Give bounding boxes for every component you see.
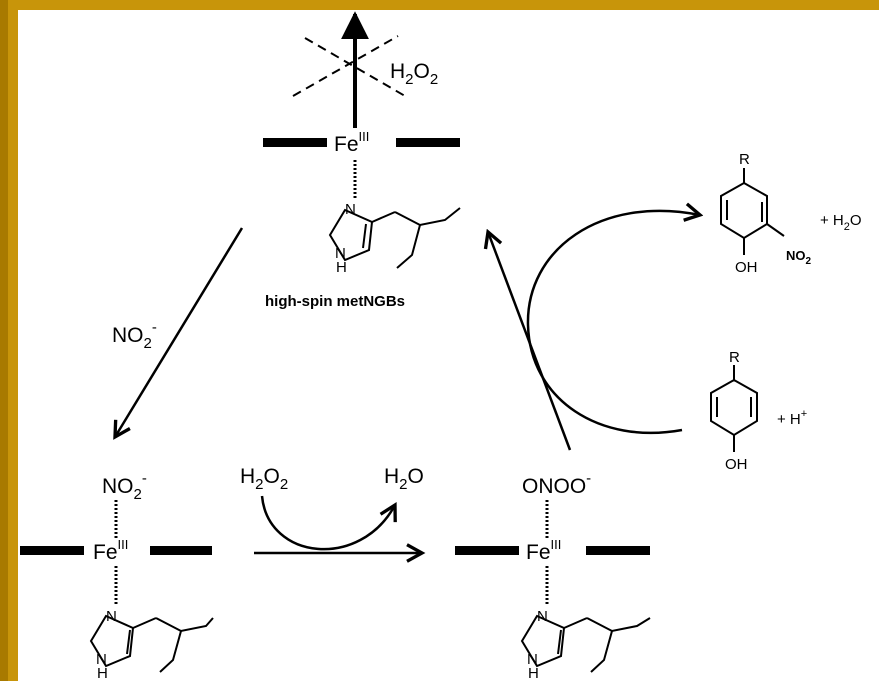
left-heme-bar-left (20, 546, 84, 555)
phenol-r: R (729, 349, 740, 366)
top-complex: H2O2 FeIII N N H high-spin metNGBs (263, 11, 461, 310)
nitrophenol-no2: NO2 (786, 248, 812, 267)
right-imidazole-nh: N (527, 651, 538, 668)
left-imidazole-nh: N (96, 651, 107, 668)
left-ligand-no2: NO2- (102, 470, 147, 503)
nitrophenol-r: R (739, 151, 750, 168)
blocked-cross-line-2 (292, 35, 399, 97)
left-imidazole-n: N (106, 608, 117, 625)
right-complex: ONOO- FeIII N N H (455, 470, 651, 681)
fe-label: FeIII (334, 129, 369, 156)
left-fe-label: FeIII (93, 537, 128, 564)
right-imidazole-n: N (537, 608, 548, 625)
imidazole-ring: N N H (328, 201, 461, 276)
nitrite-reagent-label: NO2- (112, 319, 157, 352)
right-ligand-onoo: ONOO- (522, 470, 591, 498)
slide-left-border (0, 0, 8, 681)
right-fe-label: FeIII (526, 537, 561, 564)
imidazole-nh: N (335, 245, 346, 262)
left-imidazole-h: H (97, 665, 108, 681)
imidazole-h: H (336, 259, 347, 276)
imidazole-n: N (345, 201, 356, 218)
bottom-h2o2-label: H2O2 (240, 465, 288, 493)
phenol-oh: OH (725, 456, 748, 473)
heme-bar-left (263, 138, 327, 147)
phenol: R OH + H+ (710, 349, 807, 473)
phenol-plus-h: + H+ (777, 408, 807, 428)
arrow-top-to-left (115, 227, 244, 437)
blocked-cross-line-1 (304, 37, 406, 97)
bottom-h2o-label: H2O (384, 465, 424, 493)
left-complex: NO2- FeIII N N H (20, 470, 214, 681)
left-heme-bar-right (150, 546, 212, 555)
blocked-reagent-h2o2: H2O2 (390, 60, 438, 88)
nitrophenol-oh: OH (735, 259, 758, 276)
top-complex-caption: high-spin metNGBs (265, 293, 405, 310)
nitration-curve (526, 211, 700, 435)
h2o2-consumption-curve (260, 495, 395, 551)
nitrophenol-plus-h2o: + H2O (820, 212, 862, 233)
reaction-scheme: H2O2 FeIII N N H high-spin metNGBs NO2- … (20, 11, 862, 681)
right-imidazole-ring: N N H (520, 608, 651, 681)
right-heme-bar-right (586, 546, 650, 555)
heme-bar-right (396, 138, 460, 147)
nitrophenol: R NO2 OH + H2O (720, 151, 862, 276)
left-imidazole-ring: N N H (89, 608, 214, 681)
diagram-panel: H2O2 FeIII N N H high-spin metNGBs NO2- … (18, 10, 879, 681)
right-heme-bar-left (455, 546, 519, 555)
right-imidazole-h: H (528, 665, 539, 681)
